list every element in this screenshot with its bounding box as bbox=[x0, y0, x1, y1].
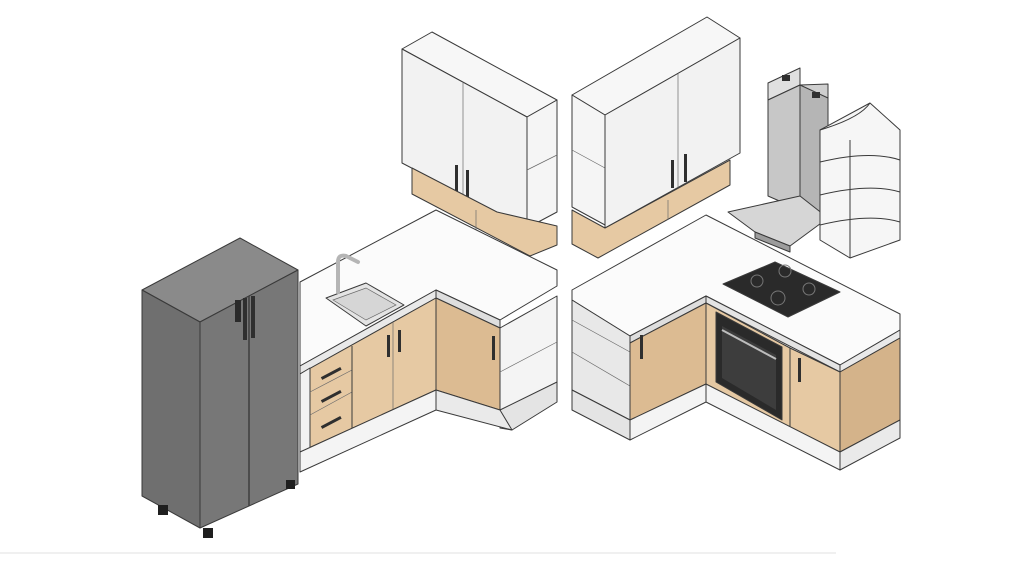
built-in-oven bbox=[715, 311, 783, 421]
door-handle bbox=[492, 336, 495, 360]
door-handle bbox=[455, 165, 458, 193]
dishwasher bbox=[571, 299, 631, 421]
drawer-handle bbox=[320, 366, 342, 380]
vent-slot bbox=[782, 75, 790, 81]
door-handle bbox=[684, 154, 687, 182]
vent-slot bbox=[812, 92, 820, 98]
door-handle bbox=[387, 335, 390, 357]
base-cabinet-right bbox=[571, 214, 901, 471]
fridge-handle bbox=[243, 298, 247, 340]
wall-cabinet-left bbox=[401, 31, 558, 257]
fridge-display-panel bbox=[235, 300, 241, 322]
gas-hob bbox=[722, 261, 841, 318]
door-handle bbox=[466, 170, 469, 198]
wood-niche bbox=[411, 167, 558, 257]
door-handle bbox=[640, 335, 643, 359]
drawer-handle bbox=[320, 389, 342, 403]
range-hood bbox=[727, 67, 829, 253]
sink bbox=[325, 282, 405, 327]
drawer-unit bbox=[309, 346, 353, 432]
wood-niche bbox=[571, 159, 731, 259]
faucet-icon bbox=[336, 253, 360, 294]
drawer-handle bbox=[320, 415, 342, 429]
refrigerator bbox=[141, 237, 299, 538]
door-handle bbox=[671, 160, 674, 188]
base-cabinet-left bbox=[299, 209, 558, 473]
cabinet-door bbox=[604, 37, 741, 229]
wall-cabinet-right bbox=[571, 16, 741, 259]
fridge-handle bbox=[251, 296, 255, 338]
corner-shelf bbox=[819, 102, 901, 259]
door-handle bbox=[398, 330, 401, 352]
door-handle bbox=[798, 358, 801, 382]
